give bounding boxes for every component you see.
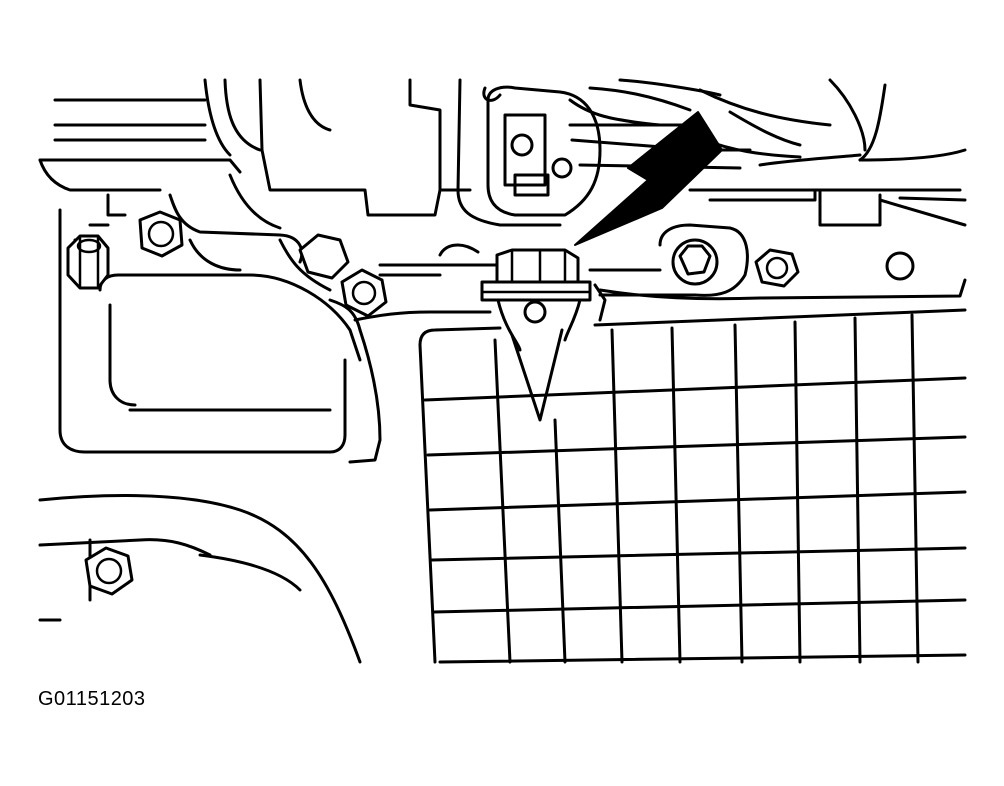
middle-nut	[340, 268, 388, 318]
left-housing	[58, 173, 382, 464]
transmission-edge-line	[353, 263, 502, 322]
left-flange-bolt	[66, 234, 110, 290]
lower-left-crossmember	[38, 494, 362, 664]
lower-left-nut	[84, 546, 134, 596]
upper-bracket	[486, 85, 602, 217]
callout-arrow	[574, 111, 723, 246]
middle-hex-bolt	[298, 233, 350, 280]
right-housing-edge	[588, 268, 967, 301]
upper-housing-outline	[38, 78, 967, 227]
right-nut	[754, 248, 800, 288]
far-right-bolt	[885, 251, 915, 281]
upper-left-nut	[138, 210, 184, 258]
figure-id-label: G01151203	[38, 688, 146, 710]
drain-plug	[438, 243, 607, 422]
right-flange-bolt	[598, 223, 749, 297]
oil-pan-grid	[418, 308, 967, 664]
